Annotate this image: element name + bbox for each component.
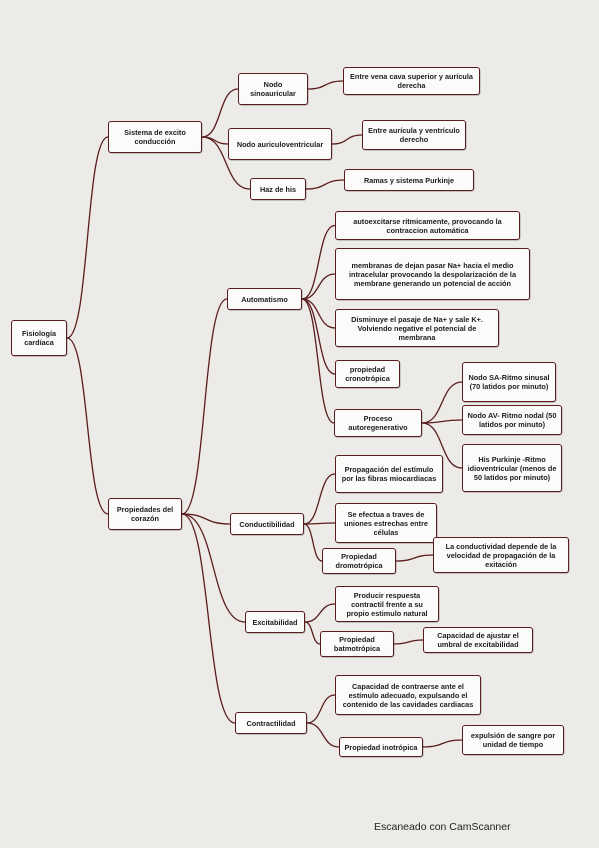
node-conductibilidad-desc-1: Propagación del estímulo por las fibras … [335,455,443,493]
node-ritmo-sinusal: Nodo SA-Ritmo sinusal (70 latidos por mi… [462,362,556,402]
node-haz-de-his: Haz de his [250,178,306,200]
connector-cont_2-cont_2_desc [422,739,463,748]
node-conductibilidad: Conductibilidad [230,513,304,535]
node-dromotropica-desc: La conductividad depende de la velocidad… [433,537,569,573]
connector-conductibilidad-cond_3 [303,523,323,562]
connector-exc_2-exc_2_desc [393,639,424,645]
connector-automatismo-auto_5 [301,298,335,424]
connector-contractilidad-cont_1 [306,694,336,724]
node-sistema-excito-conduccion: Sistema de excito conducción [108,121,202,153]
connector-automatismo-auto_4 [301,298,336,375]
connector-sistema-haz_his [201,136,251,190]
node-propiedad-batmotropica: Propiedad batmotrópica [320,631,394,657]
connector-contractilidad-cont_2 [306,722,340,748]
node-ritmo-nodal: Nodo AV- Ritmo nodal (50 latidos por min… [462,405,562,435]
node-propiedades-corazon: Propiedades del corazón [108,498,182,530]
connector-nodo_sa-sa_desc [307,80,344,90]
connector-sistema-nodo_sa [201,88,239,138]
node-batmotropica-desc: Capacidad de ajustar el umbral de excita… [423,627,533,653]
scanner-watermark: Escaneado con CamScanner [374,821,511,833]
node-inotropica-desc: expulsión de sangre por unidad de tiempo [462,725,564,755]
connector-conductibilidad-cond_1 [303,473,336,525]
connector-propiedades-contractilidad [181,513,236,724]
connector-propiedades-excitabilidad [181,513,246,623]
node-propiedad-inotropica: Propiedad inotrópica [339,737,423,757]
node-excitabilidad-desc-1: Producir respuesta contractil frente a s… [335,586,439,622]
connector-auto_5-ritmo_av [421,419,463,424]
connector-root-sistema [66,136,109,339]
node-automatismo-desc-2: membranas de dejan pasar Na+ hacia el me… [335,248,530,300]
connector-auto_5-ritmo_sa [421,381,463,424]
connector-auto_5-ritmo_his [421,422,463,469]
connector-conductibilidad-cond_2 [303,522,336,525]
connector-nodo_av-av_desc [331,134,363,145]
connector-haz_his-his_desc [305,179,345,190]
connector-excitabilidad-exc_1 [304,603,336,623]
connector-root-propiedades [66,337,109,515]
node-excitabilidad: Excitabilidad [245,611,305,633]
connector-propiedades-automatismo [181,298,228,515]
node-propiedad-cronotropica: propiedad cronotrópica [335,360,400,388]
connector-propiedades-conductibilidad [181,513,231,525]
node-nodo-sinoauricular: Nodo sinoauricular [238,73,308,105]
connector-automatismo-auto_1 [301,224,336,300]
node-contractilidad: Contractilidad [235,712,307,734]
node-fisiologia-cardiaca: Fisiología cardíaca [11,320,67,356]
connector-automatismo-auto_2 [301,273,336,300]
connector-automatismo-auto_3 [301,298,336,329]
node-automatismo-desc-1: autoexcitarse rítmicamente, provocando l… [335,211,520,240]
connector-cond_3-cond_3_desc [395,554,434,562]
node-nodo-auriculoventricular: Nodo auriculoventricular [228,128,332,160]
node-av-location: Entre aurícula y ventrículo derecho [362,120,466,150]
node-conductibilidad-desc-2: Se efectua a traves de uniones estrechas… [335,503,437,543]
node-automatismo: Automatismo [227,288,302,310]
node-propiedad-dromotropica: Propiedad dromotrópica [322,548,396,574]
node-contractilidad-desc-1: Capacidad de contraerse ante el estímulo… [335,675,481,715]
node-automatismo-desc-3: Disminuye el pasaje de Na+ y sale K+. Vo… [335,309,499,347]
node-sa-location: Entre vena cava superior y aurícula dere… [343,67,480,95]
node-ritmo-idioventricular: His Purkinje -Ritmo idioventricular (men… [462,444,562,492]
connector-excitabilidad-exc_2 [304,621,321,645]
node-his-branches: Ramas y sistema Purkinje [344,169,474,191]
node-proceso-autoregenerativo: Proceso autoregenerativo [334,409,422,437]
